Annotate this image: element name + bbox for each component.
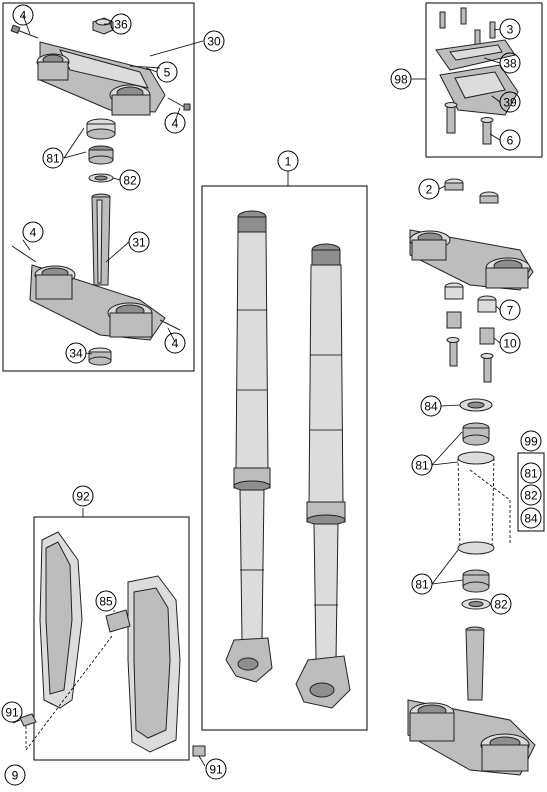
callout-91-right: 91	[205, 758, 227, 780]
callout-81-left: 81	[42, 147, 64, 169]
top-clamp-right	[409, 178, 534, 291]
callout-98: 98	[390, 68, 412, 90]
fork-protector-right	[127, 575, 181, 753]
svg-text:81: 81	[524, 467, 538, 481]
svg-text:91: 91	[5, 706, 19, 720]
svg-text:84: 84	[424, 400, 438, 414]
svg-text:36: 36	[114, 18, 128, 32]
lower-triple-clamp-31	[11, 193, 181, 366]
callout-31: 31	[128, 231, 150, 253]
callout-91-left: 91	[1, 701, 23, 723]
group-frame-1	[201, 185, 368, 731]
callout-30: 30	[203, 30, 225, 52]
svg-text:5: 5	[164, 66, 171, 80]
svg-text:98: 98	[394, 73, 408, 87]
callout-7: 7	[499, 299, 521, 321]
group-frame-98	[425, 2, 543, 158]
svg-text:39: 39	[503, 96, 517, 110]
callout-36: 36	[110, 13, 132, 35]
callout-81-lower-right: 81	[411, 573, 433, 595]
svg-text:82: 82	[524, 489, 538, 503]
svg-text:4: 4	[172, 337, 179, 351]
fork-leg-right	[295, 243, 351, 709]
svg-text:7: 7	[507, 304, 514, 318]
callout-9: 9	[4, 764, 26, 786]
callout-4-top-left: 4	[12, 4, 34, 26]
svg-text:4: 4	[30, 226, 37, 240]
group-frame-30	[2, 2, 195, 372]
svg-text:3: 3	[507, 23, 514, 37]
callout-84-kit: 84	[520, 507, 542, 529]
svg-text:82: 82	[123, 174, 137, 188]
svg-text:30: 30	[207, 35, 221, 49]
svg-text:82: 82	[494, 598, 508, 612]
svg-text:4: 4	[172, 117, 179, 131]
steering-head-bearings-right	[457, 398, 511, 610]
bar-mount-kit-98	[435, 7, 519, 145]
svg-text:6: 6	[507, 134, 514, 148]
callout-10: 10	[499, 332, 521, 354]
svg-text:31: 31	[132, 236, 146, 250]
svg-text:81: 81	[46, 152, 60, 166]
svg-text:38: 38	[503, 57, 517, 71]
leader-lines	[12, 14, 501, 767]
callout-4-clamp-right: 4	[164, 112, 186, 134]
callout-82-kit: 82	[520, 484, 542, 506]
svg-text:85: 85	[99, 595, 113, 609]
callout-4-lower-left: 4	[22, 221, 44, 243]
callout-5: 5	[156, 61, 178, 83]
callout-92: 92	[72, 485, 94, 507]
svg-text:92: 92	[76, 490, 90, 504]
svg-text:91: 91	[209, 763, 223, 777]
group-frame-99	[517, 452, 545, 532]
callout-99: 99	[520, 430, 542, 452]
svg-text:84: 84	[524, 512, 538, 526]
callout-84: 84	[420, 395, 442, 417]
callout-81-kit: 81	[520, 462, 542, 484]
svg-text:4: 4	[20, 9, 27, 23]
callout-39: 39	[499, 91, 521, 113]
callout-6: 6	[499, 129, 521, 151]
svg-text:9: 9	[12, 769, 19, 783]
callout-2: 2	[418, 178, 440, 200]
callout-1: 1	[277, 150, 299, 172]
svg-text:1: 1	[285, 155, 292, 169]
callout-3: 3	[499, 18, 521, 40]
svg-text:99: 99	[524, 435, 538, 449]
svg-text:2: 2	[426, 183, 433, 197]
callout-82-right: 82	[490, 593, 512, 615]
svg-text:81: 81	[415, 578, 429, 592]
callouts: 4 36 30 5 4 81 82 4 31 34 4 1 3 38 98 39…	[1, 4, 542, 786]
svg-text:10: 10	[503, 337, 517, 351]
callout-38: 38	[499, 52, 521, 74]
callout-85: 85	[95, 590, 117, 612]
callout-81-upper-right: 81	[411, 454, 433, 476]
svg-text:34: 34	[69, 347, 83, 361]
rubber-bushings-7-10	[444, 282, 497, 383]
upper-triple-clamp-30	[10, 17, 191, 116]
fork-protector-left	[39, 531, 83, 709]
lower-clamp-right	[407, 626, 536, 776]
callout-82-left: 82	[119, 169, 141, 191]
callout-4-lower-right: 4	[164, 332, 186, 354]
callout-34: 34	[65, 342, 87, 364]
fork-leg-left	[225, 210, 273, 683]
protector-clip-85	[105, 609, 131, 633]
svg-text:81: 81	[415, 459, 429, 473]
bearing-set-81-82-top	[86, 118, 116, 183]
group-frame-92	[33, 516, 190, 761]
